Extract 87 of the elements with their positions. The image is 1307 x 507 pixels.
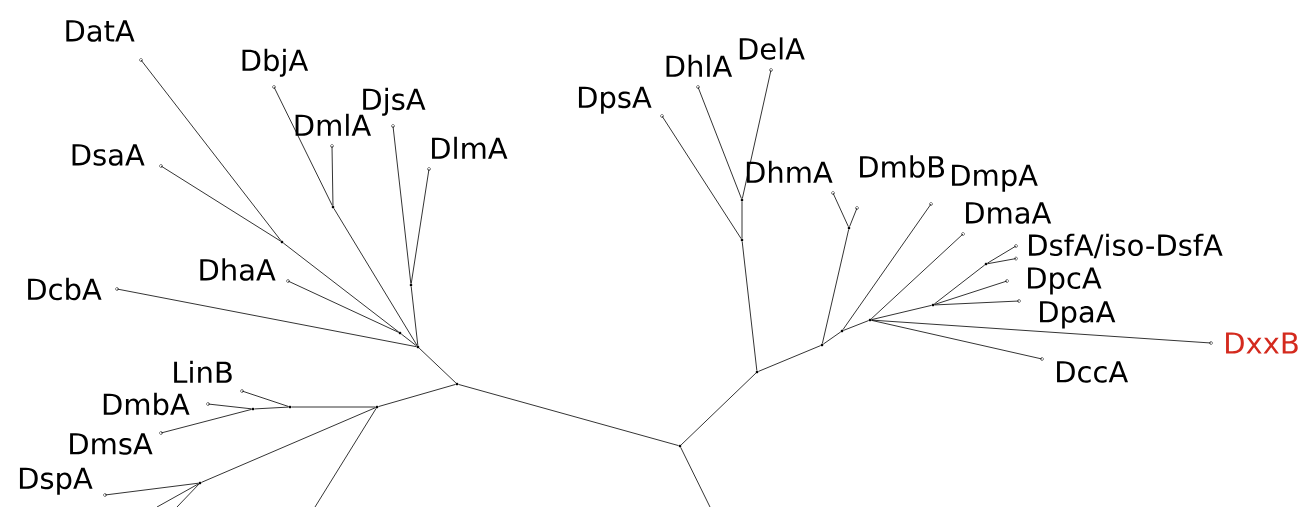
leaf-label: DcbA <box>28 277 119 301</box>
leaf-label: DsfA/iso-DsfA <box>1014 233 1223 261</box>
branch-line <box>741 201 743 239</box>
leaf-label: DhaA <box>200 258 290 283</box>
branch-point <box>755 370 759 374</box>
leaf-label: DmbA <box>103 392 210 416</box>
branch-point <box>868 318 872 322</box>
branch-line <box>933 264 986 305</box>
leaf-label: DelA <box>739 37 805 72</box>
branch-line <box>140 59 282 242</box>
branch-line <box>822 331 842 345</box>
branch-line <box>176 483 200 507</box>
branch-line <box>207 403 252 410</box>
leaf-label: DsaA <box>72 144 163 168</box>
leaf-label: DpaA <box>1017 299 1116 329</box>
branch-point <box>678 444 682 448</box>
leaf-label: DccA <box>1040 357 1129 383</box>
branch-line <box>661 115 742 240</box>
branch-line <box>821 229 850 344</box>
branch-line <box>104 482 199 496</box>
leaf-label: DhmA <box>746 160 835 195</box>
branch-line <box>282 242 400 333</box>
branch-point <box>409 283 413 287</box>
branch-line <box>287 280 400 333</box>
branch-line <box>201 407 377 483</box>
branch-point <box>931 303 935 307</box>
branch-line <box>934 300 1020 306</box>
branch-line <box>986 245 1017 264</box>
leaf-label: LinB <box>174 360 244 393</box>
branch-point <box>455 382 459 386</box>
branch-point <box>740 198 744 202</box>
branch-point <box>198 481 202 485</box>
branch-point <box>740 238 744 242</box>
leaf-label: DbjA <box>242 48 309 89</box>
leaf-label: DspA <box>19 467 107 497</box>
branch-point <box>847 226 851 230</box>
branch-point <box>984 262 988 266</box>
branch-point <box>416 345 420 349</box>
branch-line <box>116 288 417 348</box>
leaf-label: DxxB <box>1209 332 1298 354</box>
branch-line <box>160 165 282 242</box>
branch-line <box>741 69 772 199</box>
branch-point <box>288 405 292 409</box>
branch-point <box>840 329 844 333</box>
leaf-label: DatA <box>66 20 143 62</box>
leaf-label: DmsA <box>70 431 163 455</box>
branch-line <box>842 203 932 331</box>
leaf-label: DpsA <box>578 86 664 118</box>
branch-line <box>843 320 869 331</box>
leaf-label: DhlA <box>666 54 733 89</box>
branch-point <box>280 240 284 244</box>
branch-line <box>849 207 858 227</box>
branch-line <box>273 86 333 207</box>
branch-point <box>331 205 335 209</box>
branch-point <box>398 331 402 335</box>
branch-line <box>160 409 252 434</box>
branch-line <box>400 333 418 347</box>
branch-line <box>697 86 742 199</box>
branch-point <box>251 407 255 411</box>
branch-line <box>741 241 758 371</box>
branch-line <box>758 345 821 372</box>
branch-line <box>410 168 430 284</box>
branch-point <box>820 343 824 347</box>
branch-line <box>987 258 1017 265</box>
branch-line <box>241 390 289 407</box>
branch-line <box>934 280 1008 305</box>
branch-line <box>410 286 419 346</box>
branch-point <box>375 405 379 409</box>
branch-line <box>392 125 412 284</box>
branch-line <box>680 446 711 507</box>
branch-line <box>832 192 849 228</box>
branch-line <box>871 304 932 321</box>
branch-line <box>680 372 757 446</box>
branch-line <box>291 406 376 408</box>
branch-line <box>378 384 456 407</box>
branch-line <box>331 145 334 206</box>
branch-line <box>418 347 457 384</box>
leaf-label: DlmA <box>427 136 508 171</box>
leaf-label: DmbB <box>855 155 945 210</box>
leaf-label: DpcA <box>1005 267 1102 295</box>
branch-line <box>156 483 200 507</box>
branch-line <box>314 407 377 507</box>
branch-line <box>458 384 679 446</box>
branch-line <box>333 207 418 347</box>
branch-line <box>870 233 964 320</box>
branch-line <box>871 319 1043 360</box>
branch-line <box>254 406 289 410</box>
